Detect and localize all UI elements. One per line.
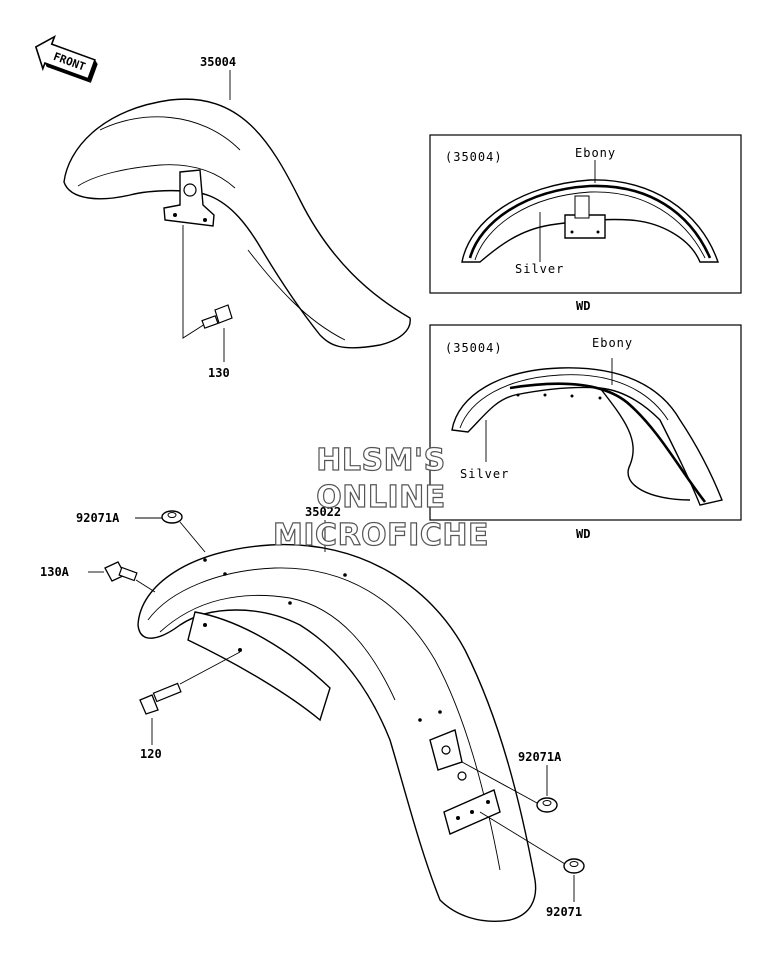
rear-fender-part-number: 35022 xyxy=(305,505,341,519)
bushing-92071a-top-icon xyxy=(161,510,183,524)
watermark: HLSM'S ONLINE MICROFICHE xyxy=(272,442,489,553)
inset-bottom-part-ref: (35004) xyxy=(445,341,503,355)
inset-top-part-ref: (35004) xyxy=(445,150,503,164)
bolt-120-icon xyxy=(139,682,182,715)
front-fender-bolt-part-number: 130 xyxy=(208,366,230,380)
inset-bottom: (35004) Ebony Silver WD xyxy=(429,324,742,541)
inset-bottom-silver-label: Silver xyxy=(460,467,509,481)
rear-fender-drawing: 92071A 130A 120 92071A 9 xyxy=(40,505,585,922)
bushing-92071a-right-icon xyxy=(536,797,558,813)
rear-bolt-top-part-number: 130A xyxy=(40,565,70,579)
inset-bottom-caption: WD xyxy=(576,527,590,541)
bushing-92071-bottom-icon xyxy=(563,858,585,874)
rear-bushing-right-part-number: 92071A xyxy=(518,750,562,764)
inset-top: (35004) Ebony Silver WD xyxy=(429,134,742,313)
bolt-130a-icon xyxy=(104,561,138,582)
watermark-line-3: MICROFICHE xyxy=(273,518,489,553)
front-fender-part-number: 35004 xyxy=(200,55,236,69)
inset-top-caption: WD xyxy=(576,299,590,313)
inset-top-ebony-label: Ebony xyxy=(575,146,616,160)
rear-bushing-top-part-number: 92071A xyxy=(76,511,120,525)
front-fender-drawing: 35004 130 xyxy=(63,55,411,380)
inset-bottom-ebony-label: Ebony xyxy=(592,336,633,350)
inset-top-silver-label: Silver xyxy=(515,262,564,276)
bolt-130-icon xyxy=(201,304,233,329)
front-arrow-icon: FRONT xyxy=(34,34,98,83)
watermark-line-2: ONLINE xyxy=(316,480,446,515)
rear-bolt-side-part-number: 120 xyxy=(140,747,162,761)
watermark-line-1: HLSM'S xyxy=(316,443,445,478)
rear-bushing-bottom-part-number: 92071 xyxy=(546,905,582,919)
